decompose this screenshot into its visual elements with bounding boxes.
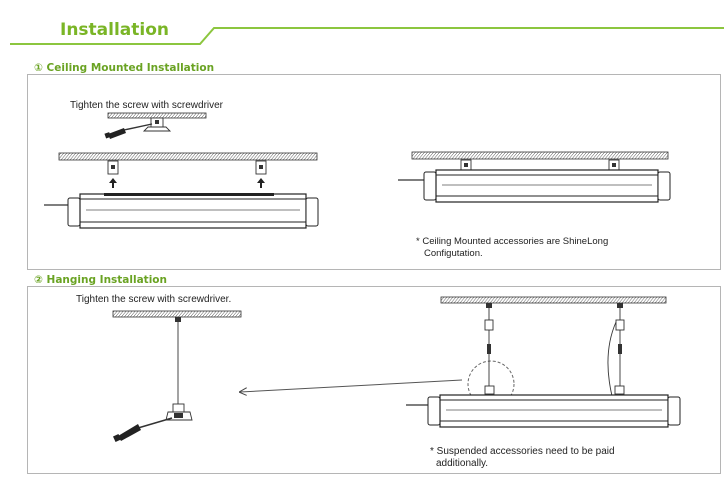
mount-clip-right <box>255 160 267 175</box>
up-arrow-icon <box>109 178 117 188</box>
section-title-hanging: ② Hanging Installation <box>34 274 167 286</box>
detail-arrow <box>240 379 463 392</box>
ceiling-mini-slab <box>107 112 207 119</box>
ceiling-note-line1: * Ceiling Mounted accessories are ShineL… <box>416 236 609 247</box>
screwdriver-icon <box>104 123 153 139</box>
clip-bracket-icon <box>142 117 172 132</box>
suspension-wire-right <box>607 303 625 397</box>
ceiling-caption: Tighten the screw with screwdriver <box>70 100 224 111</box>
ceiling-slab-left <box>58 152 318 161</box>
mount-clip-left <box>107 160 119 175</box>
page-title: Installation <box>60 20 170 40</box>
luminaire-hanging <box>406 394 681 428</box>
up-arrow-icon <box>257 178 265 188</box>
section-title-ceiling: ① Ceiling Mounted Installation <box>34 62 215 74</box>
ceiling-slab-right <box>411 151 669 160</box>
luminaire-left <box>44 193 319 229</box>
wire-gripper-icon <box>165 403 193 421</box>
hanging-note-line1: * Suspended accessories need to be paid <box>430 446 615 457</box>
ceiling-panel <box>27 74 721 270</box>
hanging-note: * Suspended accessories need to be paid … <box>430 446 615 470</box>
luminaire-right <box>398 169 671 203</box>
ceiling-note: * Ceiling Mounted accessories are ShineL… <box>416 236 608 260</box>
hanging-panel <box>27 286 721 474</box>
ceiling-slab-right <box>440 296 667 304</box>
hanging-note-line2: additionally. <box>436 458 489 469</box>
screwdriver-icon <box>113 417 173 442</box>
header-rule <box>10 27 724 45</box>
ceiling-mini-slab <box>112 310 242 318</box>
ceiling-note-line2: Configutation. <box>424 248 483 259</box>
hanging-caption: Tighten the screw with screwdriver. <box>76 294 232 305</box>
suspension-wire <box>175 317 181 404</box>
suspension-wire-left <box>484 303 495 396</box>
